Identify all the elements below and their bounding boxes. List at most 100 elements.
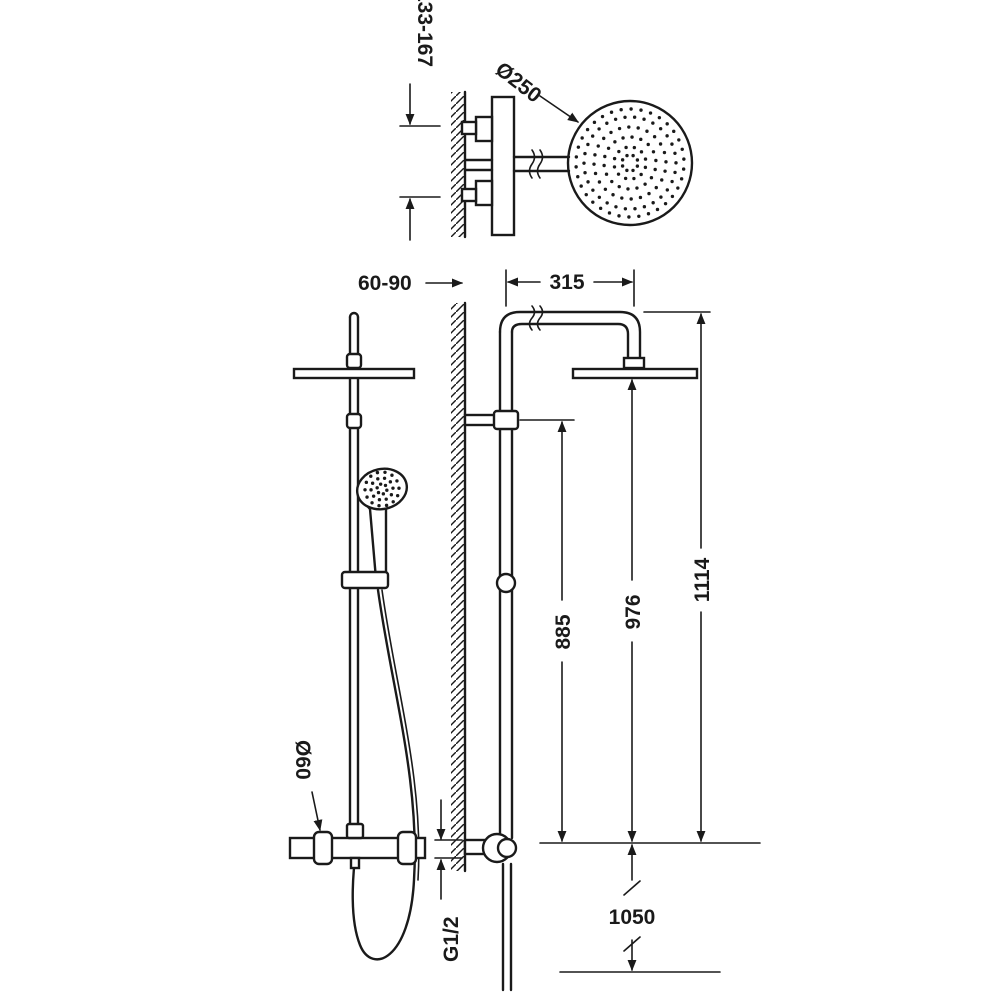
nozzle-dot [625, 168, 629, 173]
nozzle-dot [631, 153, 635, 158]
nozzle-dot [670, 194, 675, 199]
nozzle-dot [632, 145, 637, 150]
nozzle-dot [376, 490, 381, 495]
nozzle-dot [597, 127, 601, 131]
nozzle-dot [381, 492, 386, 496]
nozzle-dot [383, 470, 387, 474]
nozzle-dot [382, 476, 387, 481]
nozzle-dot [390, 473, 394, 477]
nozzle-dot [598, 206, 603, 211]
side-spacing-dimension: 133-167 [399, 0, 441, 241]
mixer-diameter-label: Ø60 [291, 740, 314, 780]
nozzle-dot [582, 161, 586, 165]
nozzle-dot [375, 470, 380, 475]
floor-height-label: 1050 [609, 906, 656, 929]
nozzle-dot [389, 493, 394, 497]
nozzle-dot [585, 127, 590, 132]
nozzle-dot [649, 176, 654, 180]
nozzle-dot [617, 126, 622, 131]
nozzle-dot [654, 158, 658, 163]
nozzle-dot [609, 110, 614, 114]
nozzle-dot [673, 151, 677, 155]
nozzle-dot [375, 486, 379, 490]
nozzle-dot [602, 163, 606, 168]
nozzle-dot [651, 121, 655, 125]
floor-height-dimension: 1050 [609, 843, 656, 972]
hatched-wall-icon [451, 90, 467, 239]
nozzle-dot [597, 195, 602, 200]
nozzle-dot [635, 164, 640, 168]
wall-distance-dimension: 60-90 [358, 272, 464, 295]
nozzle-dot [642, 204, 647, 209]
nozzle-dot [593, 171, 598, 176]
nozzle-dot [665, 188, 670, 192]
nozzle-dot [646, 142, 650, 147]
nozzle-dot [370, 501, 374, 505]
nozzle-dot [377, 504, 381, 508]
nozzle-dot [645, 129, 649, 133]
nozzle-dot [642, 117, 646, 121]
nozzle-dot [576, 145, 581, 149]
nozzle-dot [655, 207, 660, 212]
nozzle-dot [609, 130, 613, 135]
nozzle-dot [629, 107, 633, 111]
nozzle-dot [681, 167, 686, 171]
inlet-thread-label: G1/2 [440, 916, 463, 962]
head-height-label: 976 [622, 594, 645, 629]
nozzle-dot [623, 176, 628, 181]
nozzle-dot [604, 172, 609, 176]
nozzle-dot [639, 137, 643, 142]
nozzle-dot [606, 146, 611, 150]
nozzle-dot [610, 179, 614, 184]
nozzle-dot [643, 157, 648, 161]
nozzle-dot [370, 481, 375, 485]
nozzle-dot [647, 191, 651, 196]
nozzle-dot [663, 201, 668, 206]
nozzle-dot [624, 145, 628, 150]
nozzle-dot [384, 503, 389, 508]
nozzle-dot [607, 211, 612, 215]
nozzle-dot [590, 134, 595, 138]
nozzle-dot [574, 165, 578, 169]
nozzle-dot [617, 214, 621, 218]
nozzle-dot [630, 135, 634, 139]
nozzle-dot [682, 157, 686, 161]
nozzle-dot [600, 114, 605, 119]
nozzle-dot [611, 193, 615, 197]
nozzle-dot [612, 156, 617, 161]
nozzle-dot [658, 142, 663, 146]
nozzle-dot [596, 144, 600, 148]
nozzle-dot [639, 172, 643, 177]
nozzle-dot [583, 171, 587, 175]
nozzle-dot [625, 153, 629, 158]
nozzle-dot [673, 170, 677, 175]
nozzle-dot [639, 150, 644, 154]
nozzle-dot [651, 201, 655, 205]
nozzle-dot [397, 486, 401, 490]
nozzle-dot [617, 149, 621, 154]
nozzle-dot [620, 158, 625, 162]
hand-shower-icon [355, 467, 409, 581]
nozzle-dot [659, 195, 663, 199]
nozzle-dot [377, 497, 382, 502]
nozzle-dot [369, 488, 373, 492]
arm-reach-label: 315 [549, 271, 584, 294]
rain-showerhead-icon [571, 356, 699, 380]
nozzle-dot [602, 136, 606, 141]
nozzle-dot [637, 214, 641, 218]
nozzle-dot [653, 167, 657, 172]
nozzle-dot [679, 177, 684, 181]
wall-distance-label: 60-90 [358, 272, 412, 295]
nozzle-dot [580, 136, 584, 140]
nozzle-dot [619, 108, 623, 112]
nozzle-dot [658, 126, 663, 131]
nozzle-dot [620, 196, 624, 200]
nozzle-dot [665, 134, 669, 138]
inlet-thread-dimension: G1/2 [434, 799, 463, 962]
nozzle-dot [376, 477, 380, 481]
nozzle-dot [574, 155, 579, 159]
hatched-wall-icon [451, 301, 467, 873]
front-view: Ø60 [288, 311, 427, 961]
mixer-diameter-dimension: Ø60 [291, 740, 323, 832]
nozzle-dot [635, 158, 640, 162]
